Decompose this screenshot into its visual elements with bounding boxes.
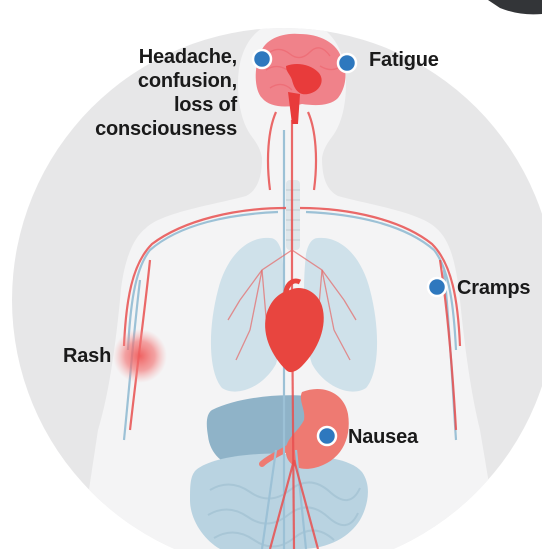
headache-marker xyxy=(253,50,271,68)
cramps-marker xyxy=(428,278,446,296)
headache-line-1: Headache, xyxy=(37,45,237,69)
headache-line-2: confusion, xyxy=(37,69,237,93)
fatigue-label: Fatigue xyxy=(369,48,439,72)
cramps-label: Cramps xyxy=(457,276,530,300)
fatigue-marker xyxy=(338,54,356,72)
intestines xyxy=(190,454,368,549)
nausea-label: Nausea xyxy=(348,425,418,449)
headache-label: Headache, confusion, loss of consciousne… xyxy=(37,45,237,141)
nausea-marker xyxy=(318,427,336,445)
headache-line-3: loss of xyxy=(37,93,237,117)
rash-label: Rash xyxy=(63,344,111,368)
headache-line-4: consciousness xyxy=(37,117,237,141)
corner-decoration xyxy=(488,0,542,14)
rash-spot xyxy=(113,329,167,383)
